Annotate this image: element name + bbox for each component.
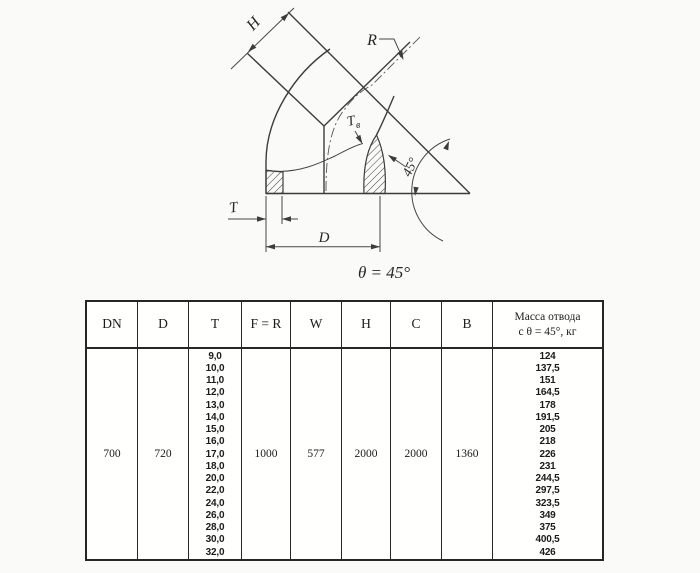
table-column-fr: F = R 1000 <box>242 302 291 559</box>
column-body: 700 <box>87 349 137 559</box>
cell-value: 14,0 <box>205 411 225 423</box>
cell-value: 13,0 <box>205 399 225 411</box>
cell-value: 2000 <box>354 448 378 460</box>
cell-value: 12,0 <box>205 387 225 399</box>
pipe-outer-45-line <box>287 11 471 194</box>
t-label: T <box>228 199 240 216</box>
cell-value: 18,0 <box>205 460 225 472</box>
cell-value: 700 <box>103 448 121 460</box>
cell-value: 1000 <box>254 448 278 460</box>
inner-far-edge-curve <box>375 95 395 136</box>
column-header: F = R <box>242 302 290 349</box>
cell-value: 24,0 <box>205 497 225 509</box>
cell-value: 9,0 <box>208 350 222 362</box>
cell-value: 375 <box>539 522 556 533</box>
angle-dim-arc <box>411 138 451 242</box>
column-header: H <box>342 302 390 349</box>
column-header: B <box>442 302 492 349</box>
cell-value: 30,0 <box>205 534 225 546</box>
cell-value: 231 <box>539 460 556 472</box>
cell-value: 17,0 <box>205 448 225 460</box>
column-header: W <box>291 302 341 349</box>
r-label: R <box>366 32 377 49</box>
cell-value: 191,5 <box>535 411 560 423</box>
cell-value: 26,0 <box>205 509 225 521</box>
cell-value: 323,5 <box>535 497 560 509</box>
table-column-w: W 577 <box>291 302 342 559</box>
r-leader-line <box>379 38 403 59</box>
right-wall-section <box>363 133 386 195</box>
theta-note: θ = 45° <box>358 263 410 282</box>
elbow-drawing: H R Tв 45° T D θ = 45° <box>228 7 471 282</box>
cell-value: 32,0 <box>205 546 225 558</box>
angle-arrow-high <box>443 141 449 151</box>
column-body: 577 <box>291 349 341 559</box>
cell-value: 20,0 <box>205 473 225 484</box>
cell-value: 426 <box>539 546 556 558</box>
cell-value: 577 <box>307 448 325 460</box>
cell-value: 2000 <box>404 448 428 460</box>
t-wall-arrow-2 <box>388 155 397 163</box>
column-header: C <box>391 302 441 349</box>
cell-value: 137,5 <box>535 362 560 374</box>
cell-value: 400,5 <box>535 534 560 546</box>
column-body: 1360 <box>442 349 492 559</box>
left-wall-section <box>265 169 284 195</box>
t-wall-label: Tв <box>346 113 362 133</box>
table-column-c: C 2000 <box>391 302 442 559</box>
h-label: H <box>243 13 265 35</box>
column-header: D <box>138 302 188 349</box>
cell-value: 178 <box>539 399 556 411</box>
table-column-b: B 1360 <box>442 302 493 559</box>
angle-arrow-low <box>413 186 419 196</box>
cell-value: 10,0 <box>205 362 225 374</box>
cell-value: 16,0 <box>205 436 225 448</box>
cell-value: 124 <box>539 350 556 362</box>
table-column-dn: DN 700 <box>87 302 138 559</box>
oblique-face-line <box>323 41 411 127</box>
cell-value: 244,5 <box>535 473 560 484</box>
cell-value: 22,0 <box>205 485 225 497</box>
column-body: 720 <box>138 349 188 559</box>
cell-value: 205 <box>539 424 556 435</box>
cell-value: 28,0 <box>205 522 225 533</box>
cell-value: 164,5 <box>535 387 560 399</box>
bend-centerline <box>325 36 421 192</box>
t-wall-arrow-1 <box>355 134 363 144</box>
pipe-inner-side-line <box>246 52 325 127</box>
cell-value: 151 <box>539 375 556 386</box>
r-arrow <box>397 50 404 60</box>
table-column-h: H 2000 <box>342 302 391 559</box>
d-label: D <box>318 230 330 246</box>
cell-value: 349 <box>539 509 556 521</box>
cell-value: 226 <box>539 448 556 460</box>
cell-value: 15,0 <box>205 424 225 435</box>
outer-bend-arc <box>265 48 331 194</box>
column-header: T <box>189 302 241 349</box>
d-arrow-left <box>266 244 275 250</box>
cell-value: 297,5 <box>535 485 560 497</box>
break-line <box>265 143 364 172</box>
angle-label: 45° <box>399 155 421 179</box>
column-body: 2000 <box>391 349 441 559</box>
h-arrow-low <box>248 43 257 52</box>
t-arrow-left <box>257 216 266 222</box>
d-arrow-right <box>371 244 380 250</box>
table-column-d: D 720 <box>138 302 189 559</box>
column-header: DN <box>87 302 137 349</box>
column-body: 2000 <box>342 349 390 559</box>
column-body: 1000 <box>242 349 290 559</box>
cell-value: 218 <box>539 436 556 448</box>
cell-value: 720 <box>154 448 172 460</box>
cell-value: 11,0 <box>205 375 225 386</box>
column-header: Масса отвода с θ = 45°, кг <box>493 302 602 349</box>
t-arrow-right <box>282 216 291 222</box>
cell-value: 1360 <box>455 448 479 460</box>
h-arrow-high <box>280 13 289 22</box>
